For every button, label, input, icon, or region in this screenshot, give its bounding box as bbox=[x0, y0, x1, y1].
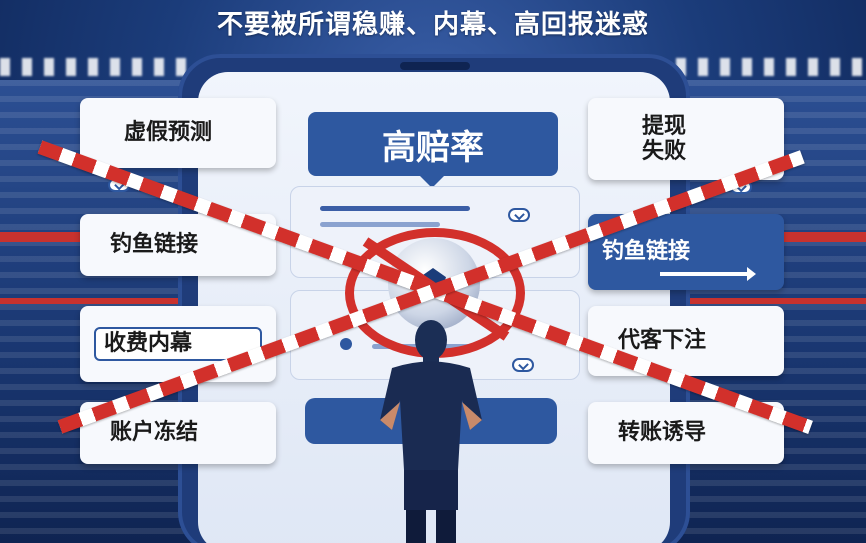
hero-tail bbox=[420, 176, 444, 188]
card-label: 转账诱导 bbox=[618, 420, 707, 446]
location-pin-icon bbox=[340, 338, 352, 350]
card-label: 代客下注 bbox=[618, 328, 707, 354]
check-icon bbox=[512, 358, 534, 372]
check-icon bbox=[508, 208, 530, 222]
card-label: 钓鱼链接 bbox=[110, 232, 199, 258]
card-withdrawal-failed: 提现 失败 bbox=[588, 98, 784, 180]
floodlights-left bbox=[0, 58, 190, 76]
card-label: 提现 失败 bbox=[642, 113, 687, 164]
card-label: 账户冻结 bbox=[110, 420, 199, 446]
card-label: 收费内幕 bbox=[94, 327, 262, 361]
page-title: 不要被所谓稳赚、内幕、高回报迷惑 bbox=[216, 9, 649, 40]
floodlights-right bbox=[676, 58, 866, 76]
card-label: 虚假预测 bbox=[124, 120, 213, 146]
text-line bbox=[320, 222, 440, 227]
arrow-right-icon bbox=[660, 267, 756, 281]
card-paid-insider: 收费内幕 bbox=[80, 306, 276, 382]
stands-band-left-2 bbox=[0, 298, 190, 304]
phone-notch bbox=[400, 62, 470, 70]
stands-band-right-2 bbox=[676, 298, 866, 304]
card-label: 钓鱼链接 bbox=[602, 239, 691, 265]
card-fake-prediction: 虚假预测 bbox=[80, 98, 276, 168]
hero-label: 高赔率 bbox=[308, 112, 558, 176]
text-line bbox=[320, 206, 470, 211]
